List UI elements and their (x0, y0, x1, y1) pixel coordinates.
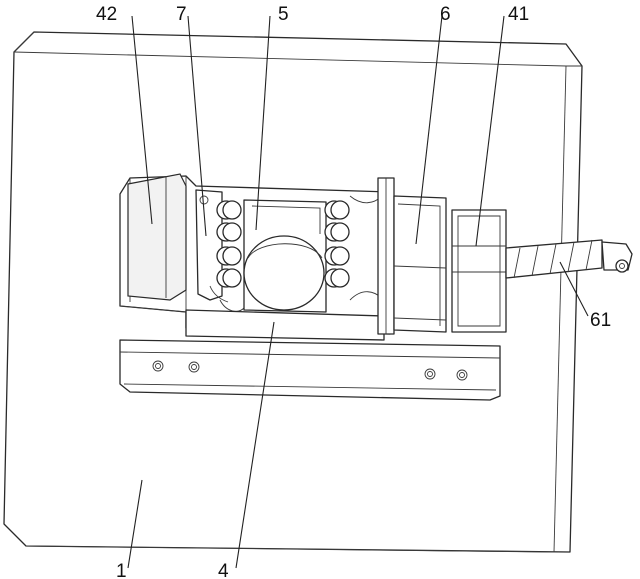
front-lower-block (185, 309, 385, 341)
mount-hole (188, 361, 200, 373)
right-ball-column (324, 195, 385, 301)
label-4: 4 (218, 561, 229, 579)
mount-hole (152, 360, 164, 372)
center-chamber (243, 199, 327, 313)
label-42: 42 (96, 4, 117, 25)
divider-plate (377, 177, 395, 335)
label-7: 7 (176, 4, 187, 25)
leader-lines (127, 15, 589, 569)
mount-hole (456, 369, 468, 381)
screw-shaft (505, 239, 633, 279)
label-1: 1 (116, 561, 127, 579)
label-61: 61 (590, 310, 611, 331)
round-workpiece (243, 235, 325, 311)
shaft-end-bolt (615, 259, 629, 273)
label-6: 6 (440, 4, 451, 25)
label-5: 5 (278, 4, 289, 25)
left-clamp-block (127, 173, 187, 301)
part-labels: 42 7 5 6 41 61 1 4 (96, 4, 611, 579)
right-clamp-block (451, 209, 507, 333)
left-ball-column (216, 200, 245, 312)
drive-block (393, 195, 447, 333)
mount-hole (424, 368, 436, 380)
mounting-rail (119, 339, 501, 401)
label-41: 41 (508, 4, 529, 25)
inner-jaw (195, 189, 229, 303)
